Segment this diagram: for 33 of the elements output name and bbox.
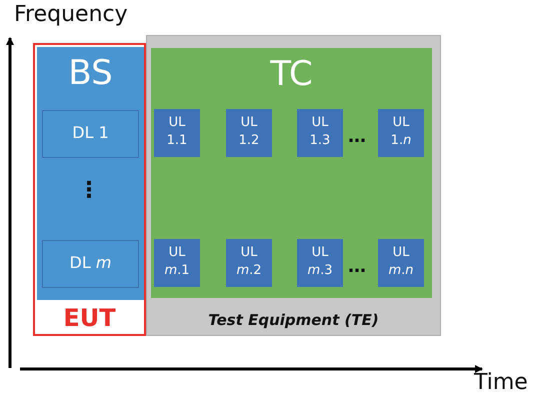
block-label: UL m.2	[235, 244, 263, 280]
block-label: UL 1.n	[390, 114, 412, 150]
block-label: UL 1.2	[238, 114, 260, 150]
uplink-block	[226, 109, 272, 157]
panel-title: BS	[67, 53, 114, 93]
block-label: UL 1.3	[308, 114, 332, 150]
ellipsis-mark: …	[348, 128, 366, 146]
uplink-block	[378, 109, 424, 157]
ellipsis-mark: …	[348, 258, 366, 276]
equipment-box	[33, 43, 146, 336]
channel-panel	[151, 48, 432, 298]
block-label: DL 1	[71, 123, 110, 142]
station-panel	[37, 47, 144, 300]
equipment-label: EUT	[62, 304, 117, 332]
ellipsis-mark: ⋮	[78, 180, 100, 202]
equipment-box	[146, 35, 441, 336]
uplink-block	[226, 239, 272, 287]
block-label: UL m.1	[163, 244, 191, 280]
equipment-label: Test Equipment (TE)	[207, 311, 380, 329]
block-label: UL 1.1	[166, 114, 188, 150]
downlink-block	[42, 240, 139, 288]
axis-label: Time	[474, 372, 528, 394]
block-label: DL m	[68, 253, 112, 272]
uplink-block	[297, 239, 343, 287]
uplink-block	[154, 239, 200, 287]
uplink-block	[297, 109, 343, 157]
downlink-block	[42, 110, 139, 158]
panel-title: TC	[269, 54, 314, 94]
axis-label: Frequency	[14, 4, 128, 26]
uplink-block	[154, 109, 200, 157]
block-label: UL m.n	[387, 244, 415, 280]
block-label: UL m.3	[306, 244, 334, 280]
uplink-block	[378, 239, 424, 287]
